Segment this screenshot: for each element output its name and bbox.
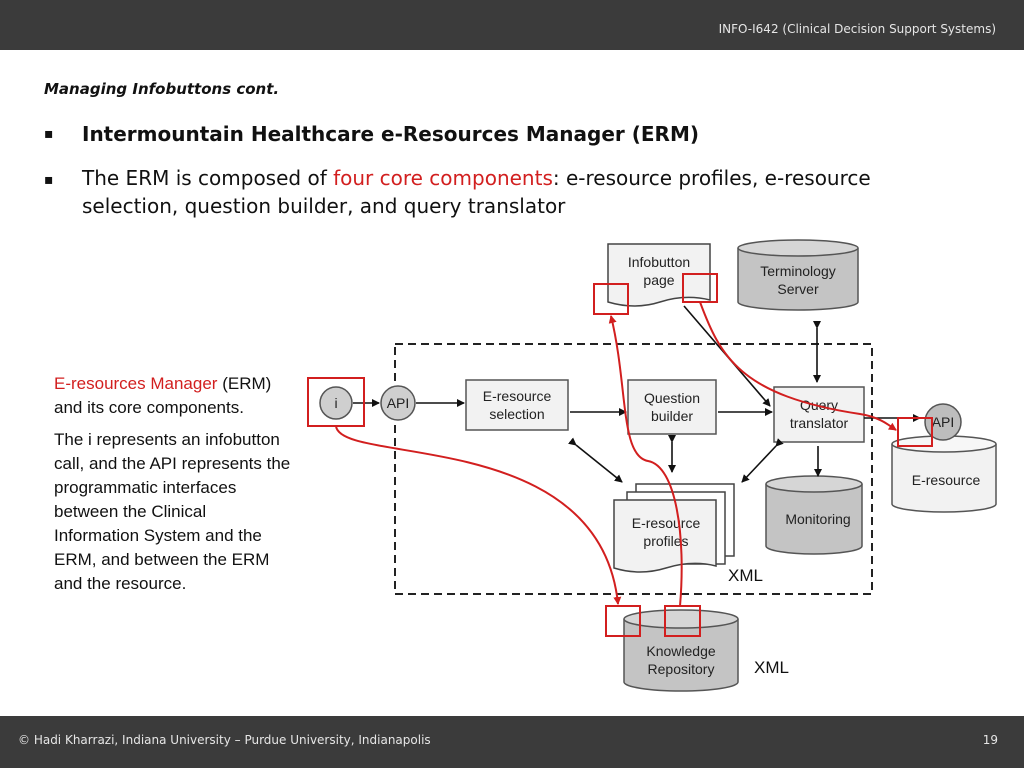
terminology-label-1: Terminology — [760, 263, 835, 279]
query-translator-box: Query translator — [773, 386, 865, 443]
side-para-1-rest: (ERM) and its core components. — [54, 374, 272, 417]
terminology-label-2: Server — [777, 281, 819, 297]
qt-label-2: translator — [790, 415, 849, 431]
bullet-2-pre: The ERM is composed of — [82, 166, 334, 190]
slide-subtitle: Managing Infobuttons cont. — [44, 80, 280, 98]
course-title: INFO-I642 (Clinical Decision Support Sys… — [718, 22, 996, 36]
footer-bar: © Hadi Kharrazi, Indiana University – Pu… — [0, 716, 1024, 768]
erm-boundary — [394, 343, 873, 595]
qb-label-1: Question — [644, 390, 700, 406]
xml-label-2: XML — [754, 658, 789, 677]
api-right: API — [924, 403, 962, 441]
eresource-db: E-resource — [891, 435, 997, 513]
page-number: 19 — [982, 733, 998, 747]
infobutton-label-2: page — [643, 272, 674, 288]
qb-label-2: builder — [651, 408, 693, 424]
eresource-label: E-resource — [912, 472, 981, 488]
side-highlight: E-resources Manager — [54, 374, 218, 393]
kr-label-2: Repository — [648, 661, 715, 677]
copyright-text: © Hadi Kharrazi, Indiana University – Pu… — [18, 733, 431, 747]
eresource-profiles: E-resource profiles — [613, 483, 735, 573]
monitoring-db: Monitoring — [765, 475, 863, 555]
eres-sel-label-2: selection — [489, 406, 544, 422]
monitoring-label: Monitoring — [785, 511, 850, 527]
xml-label-1: XML — [728, 566, 763, 585]
infobutton-page: Infobutton page — [607, 243, 711, 307]
kr-label-1: Knowledge — [646, 643, 715, 659]
knowledge-repository: Knowledge Repository — [623, 609, 739, 692]
highlight-boxes — [307, 273, 933, 637]
eres-sel-label-1: E-resource — [483, 388, 552, 404]
api-left-label: API — [387, 395, 410, 411]
bullet-1-text: Intermountain Healthcare e-Resources Man… — [82, 122, 699, 146]
terminology-server: Terminology Server — [737, 239, 859, 311]
profiles-label-1: E-resource — [632, 515, 701, 531]
side-para-1: E-resources Manager (ERM) and its core c… — [54, 372, 294, 420]
bullet-2-highlight: four core components — [333, 166, 553, 190]
eresource-selection-box: E-resource selection — [465, 379, 569, 431]
bullet-marker: ▪ — [44, 172, 54, 188]
bullet-marker: ▪ — [44, 126, 54, 142]
profiles-label-2: profiles — [643, 533, 688, 549]
api-left: API — [380, 385, 416, 421]
i-label: i — [334, 395, 337, 411]
bullet-2-post: : e-resource profiles, e-resource select… — [82, 166, 871, 218]
infobutton-call: i — [319, 386, 353, 420]
header-bar: INFO-I642 (Clinical Decision Support Sys… — [0, 0, 1024, 50]
red-flow-lines — [335, 301, 897, 607]
api-right-label: API — [932, 414, 955, 430]
side-para-2: The i represents an infobutton call, and… — [54, 430, 291, 593]
bullet-2-text: The ERM is composed of four core compone… — [82, 164, 922, 220]
question-builder-box: Question builder — [627, 379, 717, 435]
side-text: E-resources Manager (ERM) and its core c… — [54, 372, 294, 604]
infobutton-label-1: Infobutton — [628, 254, 690, 270]
erm-diagram: Infobutton page Terminology Server i API… — [307, 239, 997, 692]
